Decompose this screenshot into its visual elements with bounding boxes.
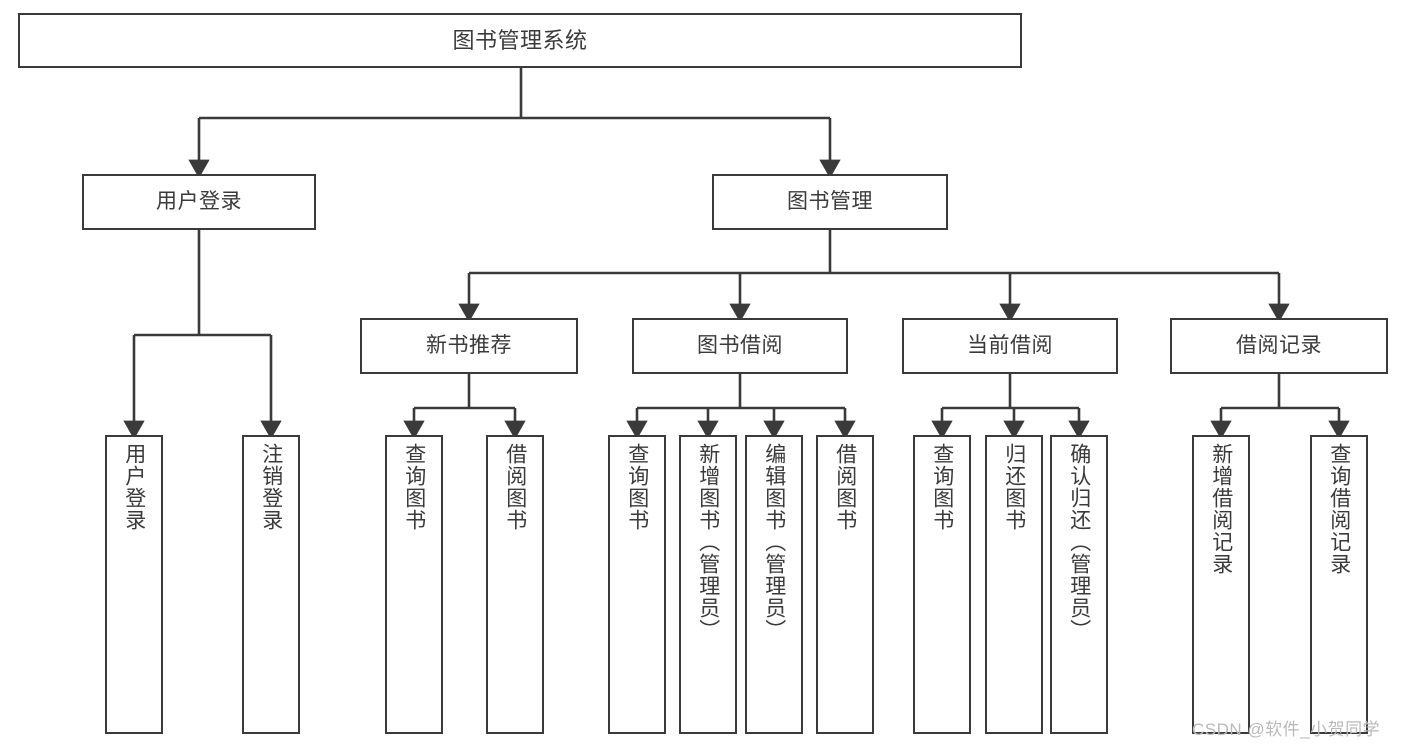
node-leaf-label: 查询借阅记录 — [1327, 443, 1351, 575]
node-current-borrow-label: 当前借阅 — [967, 333, 1053, 357]
node-leaf-label: 借阅图书 — [503, 443, 527, 531]
node-user-login-label: 用户登录 — [156, 189, 242, 213]
node-leaf-user-login[interactable]: 用户登录 — [105, 435, 163, 734]
node-book-borrow[interactable]: 图书借阅 — [632, 318, 848, 374]
node-user-login[interactable]: 用户登录 — [82, 174, 316, 230]
node-leaf-label: 新增借阅记录 — [1209, 443, 1233, 575]
node-borrow-record[interactable]: 借阅记录 — [1170, 318, 1388, 374]
node-leaf-confirm-return-admin[interactable]: 确认归还（管理员） — [1050, 435, 1108, 734]
node-leaf-query-borrow-record[interactable]: 查询借阅记录 — [1310, 435, 1368, 734]
node-leaf-label: 查询图书 — [402, 443, 426, 531]
node-new-book-recommend-label: 新书推荐 — [426, 333, 512, 357]
node-leaf-label: 用户登录 — [122, 443, 146, 531]
node-leaf-query-book-current[interactable]: 查询图书 — [913, 435, 971, 734]
node-book-management[interactable]: 图书管理 — [712, 174, 948, 230]
node-leaf-label: 查询图书 — [625, 443, 649, 531]
node-root[interactable]: 图书管理系统 — [18, 13, 1022, 68]
node-leaf-borrow-book[interactable]: 借阅图书 — [816, 435, 874, 734]
node-leaf-label: 借阅图书 — [833, 443, 857, 531]
node-leaf-label: 注销登录 — [259, 443, 283, 531]
node-root-label: 图书管理系统 — [452, 27, 588, 53]
node-leaf-logout[interactable]: 注销登录 — [242, 435, 300, 734]
node-leaf-query-book-recommend[interactable]: 查询图书 — [385, 435, 443, 734]
node-leaf-add-book-admin[interactable]: 新增图书（管理员） — [679, 435, 737, 734]
node-leaf-label: 编辑图书（管理员） — [762, 443, 786, 641]
node-leaf-label: 新增图书（管理员） — [696, 443, 720, 641]
node-leaf-edit-book-admin[interactable]: 编辑图书（管理员） — [745, 435, 803, 734]
node-leaf-return-book[interactable]: 归还图书 — [985, 435, 1043, 734]
node-book-borrow-label: 图书借阅 — [697, 333, 783, 357]
node-borrow-record-label: 借阅记录 — [1236, 333, 1322, 357]
node-new-book-recommend[interactable]: 新书推荐 — [360, 318, 578, 374]
node-leaf-borrow-book-recommend[interactable]: 借阅图书 — [486, 435, 544, 734]
node-leaf-label: 确认归还（管理员） — [1067, 443, 1091, 641]
node-current-borrow[interactable]: 当前借阅 — [902, 318, 1118, 374]
watermark: CSDN @软件_小贺同学 — [1192, 720, 1381, 739]
node-leaf-label: 归还图书 — [1002, 443, 1026, 531]
node-leaf-query-book-borrow[interactable]: 查询图书 — [608, 435, 666, 734]
node-leaf-add-borrow-record[interactable]: 新增借阅记录 — [1192, 435, 1250, 734]
node-book-management-label: 图书管理 — [787, 189, 873, 213]
node-leaf-label: 查询图书 — [930, 443, 954, 531]
